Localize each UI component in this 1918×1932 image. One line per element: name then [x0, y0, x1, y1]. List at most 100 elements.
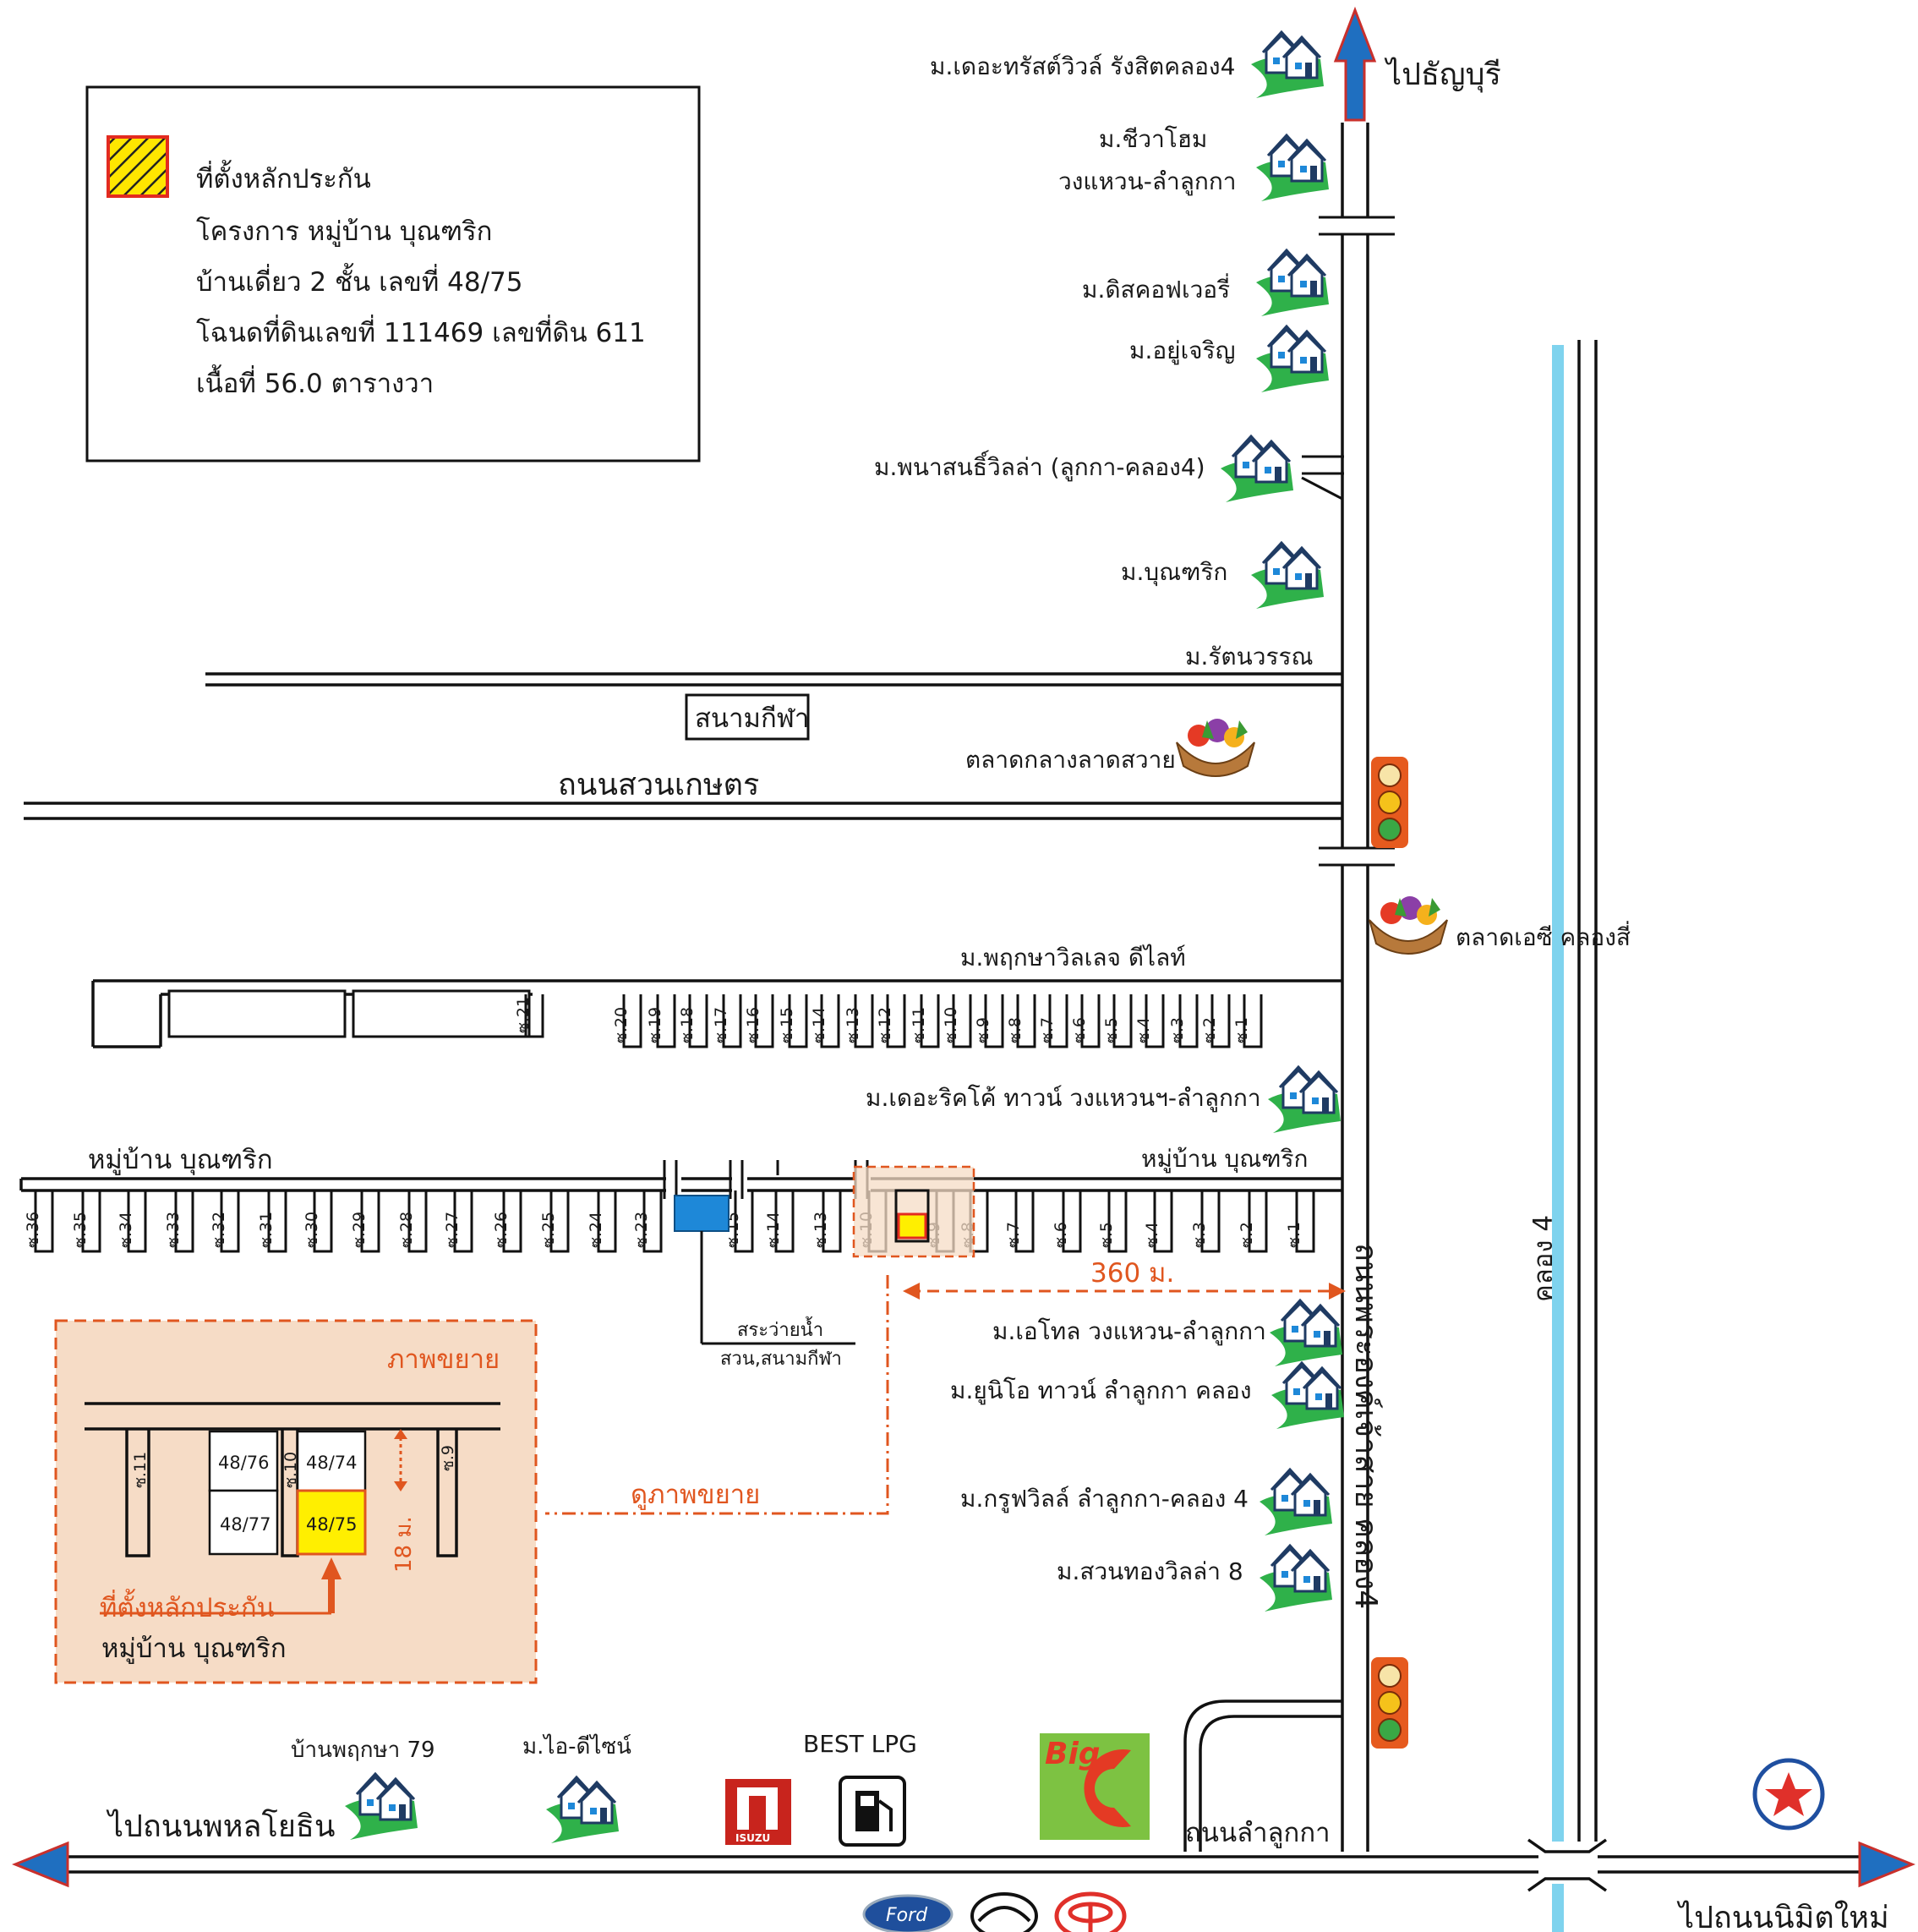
- house-icon: [1219, 435, 1295, 504]
- upper-soi-18-label: ซ.4: [1134, 1017, 1153, 1043]
- upper-soi-3-lane: [656, 994, 676, 1048]
- lower-soi-10-lane: [453, 1190, 473, 1253]
- yoocharoen-label: ม.อยู่เจริญ: [1129, 337, 1235, 365]
- zoom-link: [545, 1275, 889, 1515]
- lower-soi-7-label: ซ.30: [303, 1212, 321, 1248]
- unio-label: ม.ยูนิโอ ทาวน์ ลำลูกกา คลอง: [950, 1376, 1252, 1405]
- upper-soi-2-label: ซ.20: [612, 1007, 631, 1043]
- collateral-hatch-icon: [107, 135, 169, 198]
- idesign-label: ม.ไอ-ดีไซน์: [522, 1733, 631, 1760]
- isuzu-logo: ISUZU: [725, 1779, 791, 1845]
- upper-village-road: [91, 979, 1342, 1048]
- trust-ville-label: ม.เดอะทรัสต์วิวล์ รังสิตคลอง4: [930, 52, 1235, 80]
- mazda-logo: [970, 1892, 1038, 1932]
- lower-soi-3-lane: [127, 1190, 147, 1253]
- moo-ban-left-label: หมู่บ้าน บุณฑริก: [88, 1145, 273, 1176]
- lower-soi-16-label: ซ.14: [764, 1212, 783, 1248]
- atoll-label: ม.เอโทล วงแหวน-ลำลูกกา: [992, 1317, 1266, 1346]
- legend-project: โครงการ หมู่บ้าน บุณฑริก: [196, 216, 492, 248]
- upper-soi-15-lane: [1048, 994, 1068, 1048]
- upper-soi-6-lane: [754, 994, 774, 1048]
- lower-soi-13-lane: [597, 1190, 617, 1253]
- chewa-home-label-1: ม.ชีวาโฮม: [1099, 125, 1207, 153]
- upper-soi-20-lane: [1210, 994, 1231, 1048]
- to-phahon-label: ไปถนนพหลโยธิน: [106, 1809, 336, 1844]
- market-latsawai-label: ตลาดกลางลาดสวาย: [965, 746, 1176, 774]
- house-icon: [1258, 1468, 1334, 1537]
- lower-soi-17-lane: [822, 1190, 842, 1253]
- upper-soi-4-lane: [688, 994, 708, 1048]
- rattanawan-label: ม.รัตนวรรณ: [1185, 643, 1314, 670]
- the-rico-label: ม.เดอะริคโค้ ทาวน์ วงแหวนฯ-ลำลูกกา: [866, 1084, 1261, 1113]
- best-lpg-label: BEST LPG: [803, 1730, 917, 1758]
- discovery-label: ม.ดิสคอฟเวอรี่: [1082, 273, 1230, 304]
- lower-soi-27-label: ซ.1: [1285, 1222, 1303, 1248]
- upper-soi-12-label: ซ.10: [942, 1007, 960, 1043]
- lower-soi-8-label: ซ.29: [350, 1212, 369, 1248]
- lower-soi-26-label: ซ.2: [1238, 1222, 1256, 1248]
- chewa-home-label-2: วงแหวน-ลำลูกกา: [1058, 167, 1237, 196]
- lower-soi-23-label: ซ.5: [1097, 1222, 1116, 1248]
- lower-soi-2-label: ซ.35: [71, 1212, 90, 1248]
- lamlukka-road-label: ถนนลำลูกกา: [1185, 1818, 1331, 1848]
- lower-soi-17-label: ซ.13: [811, 1212, 830, 1248]
- lower-soi-13-label: ซ.24: [587, 1212, 605, 1248]
- inset-soi-10: ซ.10: [281, 1452, 300, 1488]
- upper-soi-2-lane: [622, 994, 642, 1048]
- upper-soi-8-label: ซ.14: [810, 1007, 828, 1043]
- house-icon: [1268, 1299, 1344, 1368]
- lower-soi-11-label: ซ.26: [492, 1212, 511, 1248]
- lower-soi-6-lane: [267, 1190, 287, 1253]
- canal-label: คลอง 4: [1528, 1215, 1559, 1302]
- upper-soi-14-label: ซ.8: [1006, 1017, 1025, 1043]
- upper-soi-9-label: ซ.13: [844, 1007, 862, 1043]
- upper-soi-20-label: ซ.2: [1200, 1017, 1219, 1043]
- upper-soi-19-label: ซ.3: [1168, 1017, 1187, 1043]
- lower-soi-9-label: ซ.28: [397, 1212, 416, 1248]
- lamlukka-road: [11, 1699, 1916, 1892]
- market-basket-icon-2: [1369, 895, 1448, 955]
- market-basket-icon: [1176, 718, 1255, 777]
- stadium-label: สนามกีฬา: [695, 703, 809, 734]
- lower-soi-21-lane: [1014, 1190, 1035, 1253]
- lower-soi-5-lane: [220, 1190, 240, 1253]
- inset-title: ภาพขยาย: [387, 1344, 500, 1375]
- pruksa-delight-label: ม.พฤกษาวิลเลจ ดีไลท์: [960, 944, 1186, 971]
- upper-soi-16-label: ซ.6: [1070, 1017, 1089, 1043]
- plot-48-76: 48/76: [218, 1453, 270, 1473]
- lower-soi-24-label: ซ.4: [1143, 1222, 1161, 1248]
- upper-soi-5-lane: [722, 994, 742, 1048]
- lower-soi-27-lane: [1295, 1190, 1315, 1253]
- house-icon: [1249, 541, 1325, 610]
- lower-soi-12-label: ซ.25: [539, 1212, 558, 1248]
- upper-soi-10-lane: [886, 994, 906, 1048]
- legend-box: ที่ตั้งหลักประกัน โครงการ หมู่บ้าน บุณฑร…: [85, 85, 701, 462]
- svg-text:Big: Big: [1045, 1737, 1101, 1771]
- ac-market-label: ตลาดเอซี คลองสี่: [1456, 921, 1631, 951]
- distance-label: 360 ม.: [1090, 1258, 1174, 1289]
- upper-soi-5-label: ซ.17: [712, 1007, 730, 1043]
- upper-soi-14-lane: [1016, 994, 1036, 1048]
- upper-soi-17-label: ซ.5: [1102, 1017, 1121, 1043]
- khlong4-road-label: ถนนพระองค์เจ้าสาย คลอง4: [1348, 1243, 1383, 1609]
- upper-soi-12-lane: [952, 994, 972, 1048]
- svg-text:ISUZU: ISUZU: [735, 1832, 770, 1844]
- upper-soi-7-lane: [788, 994, 808, 1048]
- house-icon: [343, 1772, 419, 1842]
- upper-soi-11-lane: [920, 994, 940, 1048]
- upper-soi-10-label: ซ.12: [876, 1007, 894, 1043]
- lower-soi-25-lane: [1200, 1190, 1221, 1253]
- house-icon: [1258, 1544, 1334, 1613]
- lower-soi-4-label: ซ.33: [164, 1212, 183, 1248]
- target-plot-marker: [897, 1212, 927, 1240]
- lower-soi-16-lane: [774, 1190, 795, 1253]
- upper-soi-13-label: ซ.9: [974, 1017, 992, 1043]
- lower-soi-12-lane: [549, 1190, 570, 1253]
- house-icon: [1254, 249, 1331, 318]
- lower-soi-1-lane: [34, 1190, 54, 1253]
- lower-soi-14-lane: [642, 1190, 663, 1253]
- svg-text:Ford: Ford: [886, 1905, 928, 1926]
- pool-label-1: สระว่ายน้ำ: [737, 1316, 823, 1341]
- inset-soi-11: ซ.11: [131, 1452, 150, 1488]
